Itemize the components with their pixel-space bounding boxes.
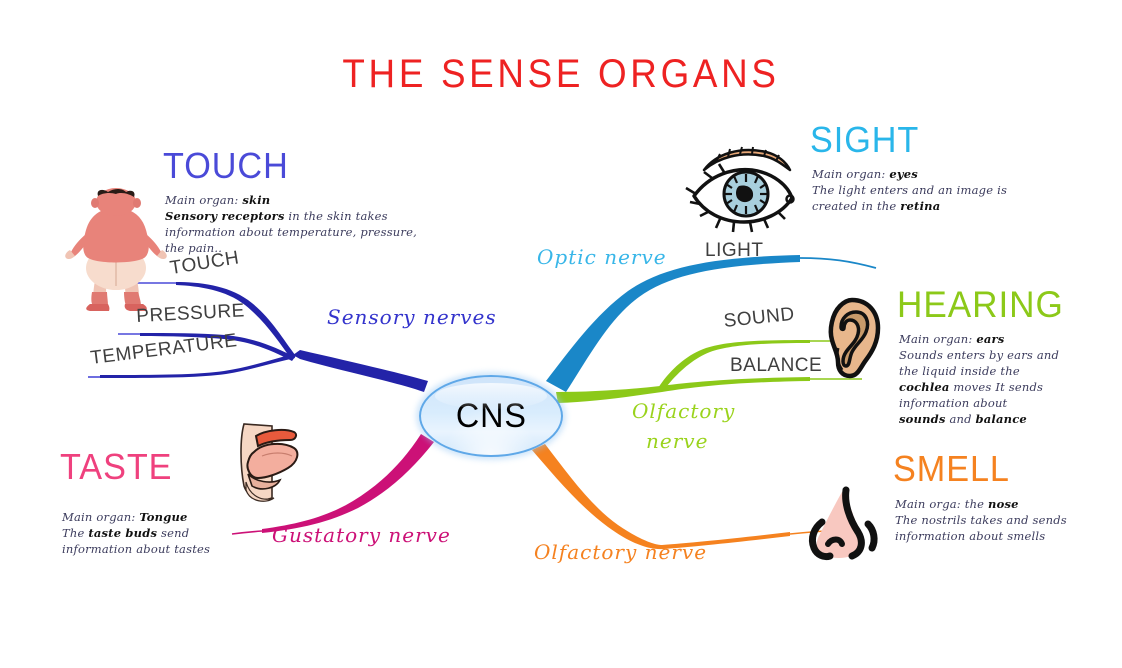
touch-body-line-1: Main organ: skin [165,192,417,208]
hearing-body-line-5: information about [899,396,1008,410]
taste-organ-name: Tongue [139,510,188,524]
smell-body-line-3: information about smells [895,529,1046,543]
page-title: THE SENSE ORGANS [342,52,780,96]
sense-body-smell: Main orga: the nose The nostrils takes a… [895,496,1067,544]
sense-heading-taste: TASTE [60,446,173,487]
nerve-label-sensory: Sensory nerves [327,305,497,329]
branch-caption-light: LIGHT [705,240,764,261]
hearing-body-line-2: Sounds enters by ears and [899,348,1060,362]
branch-smell [532,444,790,550]
taste-body-line-2: The taste buds send [62,525,210,541]
branch-touch-upper [176,282,296,360]
branch-sight-tip [799,257,877,269]
sight-body-line-1: Main organ: eyes [812,166,1007,182]
branch-hearing-balance [556,377,810,403]
nerve-label-auditory-line1: Olfactory [632,399,736,423]
smell-body-line-2: The nostrils takes and sends [895,513,1067,527]
sight-organ-name: eyes [889,167,918,181]
touch-body-text: in the skin takes [284,209,388,223]
touch-body-line-3: information about temperature, pressure, [165,225,417,239]
sight-body-text: created in the [812,199,901,213]
taste-body-text: send [157,526,190,540]
taste-body-text: Main organ: [62,510,140,524]
branch-taste-tip [231,530,263,535]
ear-icon [828,297,881,379]
sense-heading-smell: SMELL [893,448,1010,489]
nose-icon [808,486,878,561]
smell-organ-name: nose [988,497,1019,511]
hearing-body-line-4: cochlea moves It sends [899,379,1059,395]
branch-sight [546,255,800,392]
hearing-body-text: Main organ: [899,332,977,346]
cns-node[interactable]: CNS [419,375,563,457]
taste-body-line-1: Main organ: Tongue [62,509,210,525]
hearing-sounds-term: sounds [899,412,946,426]
nerve-label-auditory: Olfactory nerve [632,396,735,456]
branch-taste [262,434,434,533]
hearing-organ-name: ears [976,332,1005,346]
touch-body-text: Main organ: [165,193,243,207]
nerve-label-gustatory: Gustatory nerve [272,523,451,547]
touch-body-line-2: Sensory receptors in the skin takes [165,208,417,224]
touch-receptors-term: Sensory receptors [165,209,285,223]
taste-buds-term: taste buds [88,526,158,540]
branch-touch-lower [100,354,295,378]
sense-heading-touch: TOUCH [163,145,289,186]
sense-body-hearing: Main organ: ears Sounds enters by ears a… [899,331,1059,427]
hearing-body-text: moves It sends [949,380,1044,394]
sight-body-text: Main organ: [812,167,890,181]
sense-body-taste: Main organ: Tongue The taste buds send i… [62,509,210,557]
cns-label: CNS [455,396,527,435]
branch-touch-trunk [293,350,428,392]
branch-touch-middle [140,333,295,361]
sight-body-line-3: created in the retina [812,198,1007,214]
hearing-body-line-3: the liquid inside the [899,364,1020,378]
smell-body-text: Main orga: [895,497,965,511]
nerve-label-optic: Optic nerve [537,245,667,269]
taste-body-text: The [62,526,89,540]
person-back-icon [65,188,167,311]
hearing-balance-term: balance [975,412,1027,426]
sense-body-sight: Main organ: eyes The light enters and an… [812,166,1007,214]
hearing-cochlea-term: cochlea [899,380,950,394]
hearing-body-text: and [945,412,976,426]
branch-caption-balance: BALANCE [730,355,823,376]
sight-retina-term: retina [900,199,941,213]
sense-heading-sight: SIGHT [810,119,920,160]
sense-body-touch: Main organ: skin Sensory receptors in th… [165,192,417,256]
tongue-icon [240,423,299,502]
touch-body-line-4: the pain.. [165,241,223,255]
nerve-label-olfactory: Olfactory nerve [534,540,708,564]
branch-hearing-sound [658,340,810,391]
smell-body-line-1: Main orga: the nose [895,496,1067,512]
eye-icon [685,146,795,233]
sight-body-line-2: The light enters and an image is [812,183,1008,197]
taste-body-line-3: information about tastes [62,542,211,556]
hearing-body-line-6: sounds and balance [899,411,1059,427]
sense-heading-hearing: HEARING [897,284,1064,325]
nerve-label-auditory-line2: nerve [646,429,709,453]
touch-organ-name: skin [242,193,271,207]
smell-body-text: the [964,497,989,511]
hearing-body-line-1: Main organ: ears [899,331,1059,347]
